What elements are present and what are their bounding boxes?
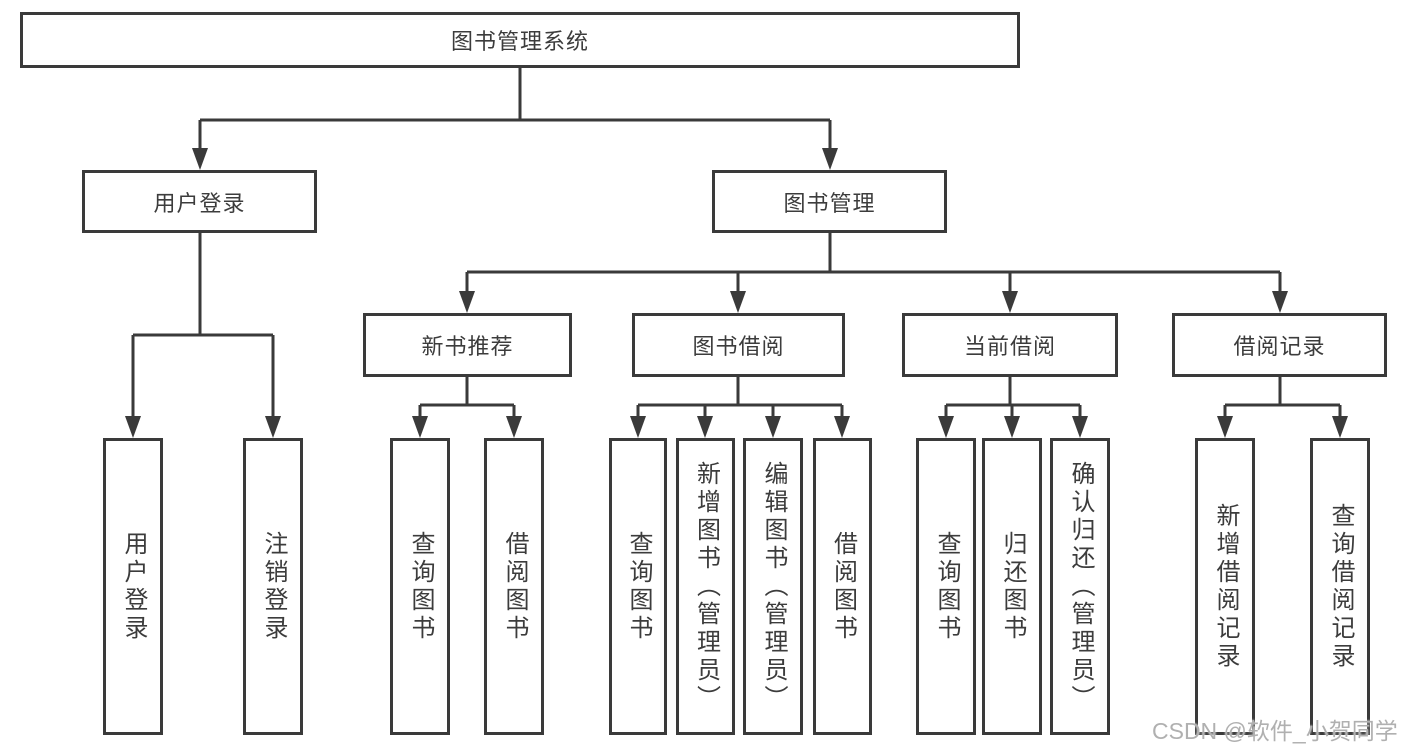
node-book-management-label: 图书管理 — [783, 190, 876, 216]
leaf-add-borrow-record: 新增借阅记录 — [1195, 438, 1255, 735]
arrowhead-records — [1272, 291, 1288, 313]
leaf-add-borrow-record-label: 新增借阅记录 — [1212, 502, 1239, 671]
node-user-login: 用户登录 — [82, 170, 317, 233]
arrowhead-leaf-nb-query — [412, 416, 428, 438]
leaf-edit-books-admin: 编辑图书（管理员） — [743, 438, 803, 735]
node-borrow-records: 借阅记录 — [1172, 313, 1387, 377]
arrowhead-userlogin — [192, 148, 208, 170]
csdn-watermark: CSDN @软件_小贺同学 — [1152, 718, 1398, 744]
arrowhead-leaf-nb-borrow — [506, 416, 522, 438]
connector-strokes — [131, 68, 1342, 418]
arrowhead-leaf-rec-query — [1332, 416, 1348, 438]
leaf-logout: 注销登录 — [243, 438, 303, 735]
connector-currentborrow-to-leaves — [944, 377, 1082, 418]
leaf-query-borrow-record-label: 查询借阅记录 — [1327, 502, 1354, 671]
leaf-return-books-label: 归还图书 — [999, 530, 1026, 643]
leaf-add-books-admin: 新增图书（管理员） — [676, 438, 735, 735]
leaf-borrow-borrow-books-label: 借阅图书 — [829, 530, 857, 643]
arrowhead-leaf-cb-query — [938, 416, 954, 438]
arrowhead-bookborrow — [730, 291, 746, 313]
leaf-logout-label: 注销登录 — [260, 530, 287, 643]
connector-userlogin-to-leaves — [131, 233, 275, 418]
leaf-edit-books-admin-label: 编辑图书（管理员） — [760, 460, 787, 713]
leaf-user-login-label: 用户登录 — [120, 530, 147, 643]
leaf-borrow-query-books-label: 查询图书 — [625, 530, 652, 643]
node-book-borrowing: 图书借阅 — [632, 313, 845, 377]
connector-bookborrow-to-leaves — [636, 377, 844, 418]
leaf-borrow-query-books: 查询图书 — [609, 438, 667, 735]
connector-records-to-leaves — [1223, 377, 1342, 418]
node-book-borrowing-label: 图书借阅 — [692, 334, 785, 359]
arrowheads — [125, 148, 1348, 438]
leaf-query-borrow-record: 查询借阅记录 — [1310, 438, 1370, 735]
arrowhead-newbooks — [459, 291, 475, 313]
arrowhead-bookmgmt — [822, 148, 838, 170]
node-borrow-records-label: 借阅记录 — [1233, 334, 1326, 359]
arrowhead-leaf-cb-return — [1004, 416, 1020, 438]
node-root: 图书管理系统 — [20, 12, 1020, 68]
arrowhead-leaf-rec-add — [1217, 416, 1233, 438]
leaf-newbooks-borrow-books: 借阅图书 — [484, 438, 544, 735]
node-root-label: 图书管理系统 — [450, 29, 589, 54]
leaf-confirm-return-admin: 确认归还（管理员） — [1050, 438, 1110, 735]
connector-root-to-level2 — [198, 68, 832, 150]
leaf-current-query-books: 查询图书 — [916, 438, 976, 735]
leaf-return-books: 归还图书 — [982, 438, 1042, 735]
leaf-newbooks-borrow-books-label: 借阅图书 — [501, 530, 528, 643]
arrowhead-leaf-bb-borrow — [834, 416, 850, 438]
connector-bookmgmt-to-level3 — [465, 233, 1282, 293]
leaf-user-login: 用户登录 — [103, 438, 163, 735]
arrowhead-currentborrow — [1002, 291, 1018, 313]
node-current-borrowing: 当前借阅 — [902, 313, 1118, 377]
leaf-add-books-admin-label: 新增图书（管理员） — [692, 460, 720, 713]
leaf-newbooks-query-books: 查询图书 — [390, 438, 450, 735]
arrowhead-leaf-logout — [265, 416, 281, 438]
arrowhead-leaf-bb-query — [630, 416, 646, 438]
arrowhead-leaf-cb-confirm — [1072, 416, 1088, 438]
connector-newbooks-to-leaves — [418, 377, 516, 418]
leaf-current-query-books-label: 查询图书 — [933, 530, 960, 643]
node-book-management: 图书管理 — [712, 170, 947, 233]
node-new-book-recommend: 新书推荐 — [363, 313, 572, 377]
leaf-confirm-return-admin-label: 确认归还（管理员） — [1067, 460, 1094, 713]
leaf-newbooks-query-books-label: 查询图书 — [407, 530, 434, 643]
arrowhead-leaf-bb-edit — [765, 416, 781, 438]
arrowhead-leaf-bb-add — [697, 416, 713, 438]
leaf-borrow-borrow-books: 借阅图书 — [813, 438, 872, 735]
node-current-borrowing-label: 当前借阅 — [963, 334, 1056, 359]
arrowhead-leaf-login — [125, 416, 141, 438]
node-user-login-label: 用户登录 — [153, 190, 246, 216]
node-new-book-recommend-label: 新书推荐 — [421, 334, 514, 359]
